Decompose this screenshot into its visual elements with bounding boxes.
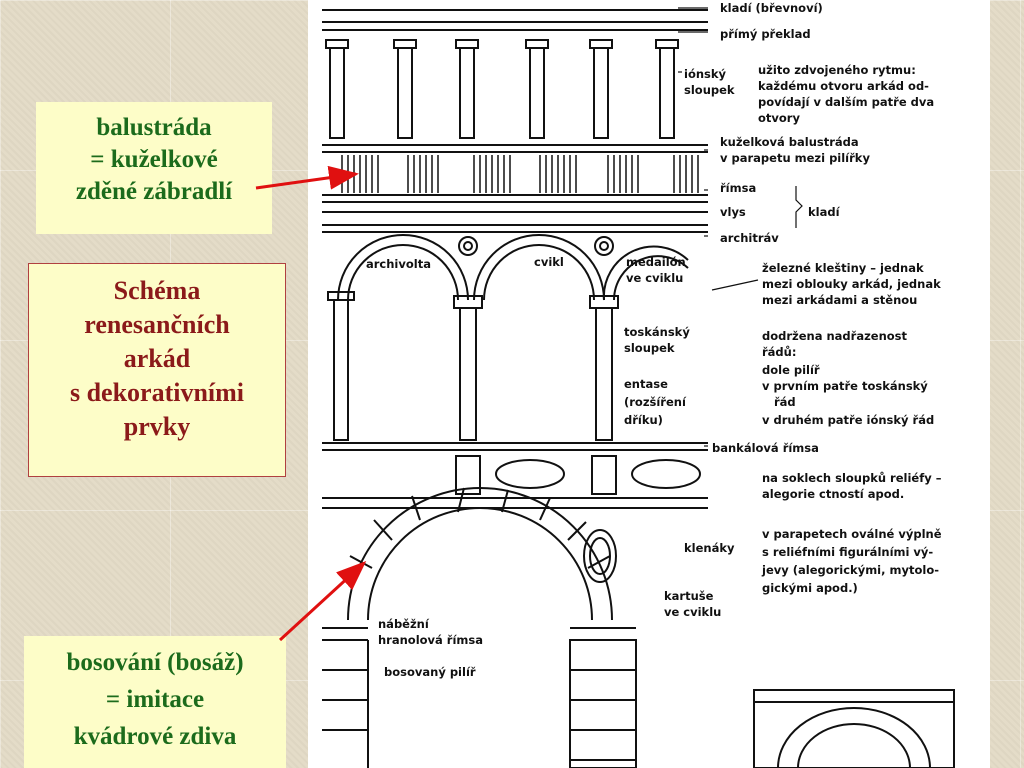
label-klenaky: klenáky xyxy=(684,541,735,555)
label-rimsa: římsa xyxy=(720,181,756,195)
bosovani-line-1: bosování (bosáž) xyxy=(66,649,244,676)
label-zelezne-3: mezi arkádami a stěnou xyxy=(762,293,917,307)
label-nadrazenost-4: v prvním patře toskánský xyxy=(762,379,928,393)
label-zelezne-2: mezi oblouky arkád, jednak xyxy=(762,277,941,291)
label-kartuse-1: kartuše xyxy=(664,589,714,603)
balustrada-note: balustráda = kuželkové zděné zábradlí xyxy=(36,102,272,234)
label-rytmus-4: otvory xyxy=(758,111,800,125)
label-entase-3: dříku) xyxy=(624,413,663,427)
arcade-figure: kladí (břevnoví) přímý překlad iónský sl… xyxy=(308,0,990,768)
label-cvikl: cvikl xyxy=(534,255,564,269)
balustrada-line-2: = kuželkové xyxy=(90,146,218,173)
schema-title-box: Schéma renesančních arkád s dekorativním… xyxy=(28,263,286,477)
label-kartuse-2: ve cviklu xyxy=(664,605,721,619)
label-nabezni-2: hranolová římsa xyxy=(378,633,483,647)
label-soklech-2: alegorie ctností apod. xyxy=(762,487,904,501)
bosovani-note: bosování (bosáž) = imitace kvádrové zdiv… xyxy=(24,636,286,768)
schema-line-2: renesančních xyxy=(84,310,230,339)
leader-lines xyxy=(678,7,803,447)
arcade-arches xyxy=(337,234,689,301)
label-parapetech-2: s reliéfními figurálními vý- xyxy=(762,545,933,559)
label-kladi-brevnovi: kladí (břevnoví) xyxy=(720,1,823,15)
label-ionsky-sloupek: sloupek xyxy=(684,83,735,97)
label-rytmus-3: povídají v dalším patře dva xyxy=(758,95,934,109)
label-kuzelkova-2: v parapetu mezi pilířky xyxy=(720,151,870,165)
rusticated-arch xyxy=(322,487,637,768)
small-arch-detail xyxy=(753,689,955,768)
label-archivolta: archivolta xyxy=(366,257,431,271)
label-toskansky-2: sloupek xyxy=(624,341,675,355)
schema-line-5: prvky xyxy=(123,412,191,441)
label-medailon-2: ve cviklu xyxy=(626,271,683,285)
label-parapetech-4: gickými apod.) xyxy=(762,581,858,595)
balustrada-line-3: zděné zábradlí xyxy=(75,178,233,205)
label-nadrazenost-1: dodržena nadřazenost xyxy=(762,329,908,343)
label-primy-preklad: přímý překlad xyxy=(720,27,811,41)
bosovani-line-3: kvádrové zdiva xyxy=(73,723,237,750)
schema-line-1: Schéma xyxy=(113,276,201,305)
label-rytmus-2: každému otvoru arkád od- xyxy=(758,79,929,93)
label-entase-1: entase xyxy=(624,377,668,391)
label-nadrazenost-2: řádů: xyxy=(762,345,796,359)
label-kuzelkova-1: kuželková balustráda xyxy=(720,135,859,149)
label-nabezni-1: náběžní xyxy=(378,617,430,631)
label-nadrazenost-3: dole pilíř xyxy=(762,363,820,377)
label-vlys: vlys xyxy=(720,205,746,219)
label-kladi: kladí xyxy=(808,205,841,219)
label-entase-2: (rozšíření xyxy=(624,395,687,409)
label-zelezne-1: železné kleštiny – jednak xyxy=(762,261,924,275)
label-medailon-1: medailón xyxy=(626,255,686,269)
label-architrav: architráv xyxy=(720,231,779,245)
ionic-columns xyxy=(325,39,679,139)
schema-line-4: s dekorativními xyxy=(69,378,245,407)
tuscan-columns xyxy=(327,291,619,441)
label-nadrazenost-5: řád xyxy=(774,395,796,409)
bosovani-line-2: = imitace xyxy=(105,686,205,713)
schema-line-3: arkád xyxy=(123,344,191,373)
label-parapetech-3: jevy (alegorickými, mytolo- xyxy=(761,563,939,577)
balustrada-line-1: balustráda xyxy=(96,114,212,141)
label-rytmus-1: užito zdvojeného rytmu: xyxy=(758,63,916,77)
arcade-drawing: kladí (břevnoví) přímý překlad iónský sl… xyxy=(322,1,955,768)
label-soklech-1: na soklech sloupků reliéfy – xyxy=(762,471,942,485)
label-parapetech-1: v parapetech oválné výplně xyxy=(762,527,942,541)
label-ionsky: iónský xyxy=(684,67,727,81)
label-bosovany-pilir: bosovaný pilíř xyxy=(384,665,476,679)
label-bankalova: bankálová římsa xyxy=(712,441,819,455)
label-toskansky-1: toskánský xyxy=(624,325,690,339)
label-nadrazenost-6: v druhém patře iónský řád xyxy=(762,413,934,427)
balusters xyxy=(341,155,699,193)
